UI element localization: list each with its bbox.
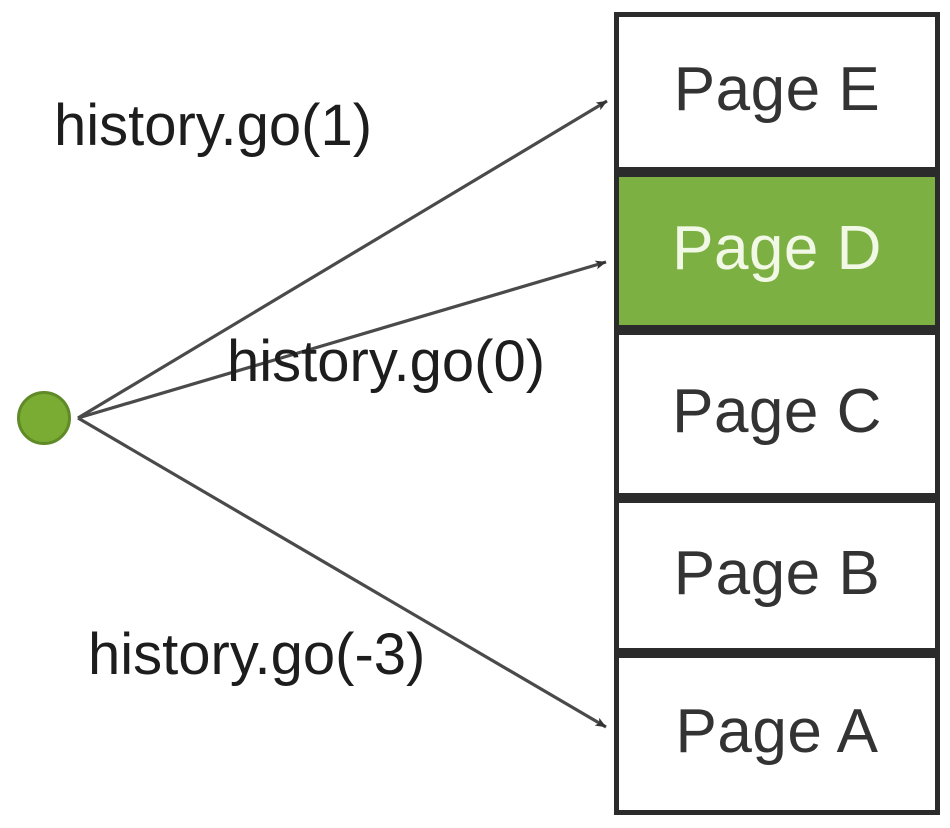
history-entry-page-a[interactable]: Page A: [614, 653, 940, 815]
history-entry-page-b[interactable]: Page B: [614, 498, 940, 653]
history-entry-page-d[interactable]: Page D: [614, 172, 940, 330]
history-entry-label: Page C: [672, 377, 882, 446]
history-entry-page-c[interactable]: Page C: [614, 330, 940, 498]
label-history-go-reload: history.go(0): [227, 329, 546, 394]
history-entry-label: Page B: [673, 538, 881, 608]
current-position-marker: [17, 391, 71, 445]
history-entry-label: Page A: [675, 697, 879, 766]
history-entry-label: Page D: [672, 214, 882, 283]
label-history-go-back: history.go(-3): [88, 622, 426, 687]
browser-history-stack: Page E Page D Page C Page B Page A: [614, 12, 940, 815]
label-history-go-forward: history.go(1): [54, 93, 373, 158]
history-entry-page-e[interactable]: Page E: [614, 12, 940, 172]
history-entry-label: Page E: [673, 55, 881, 124]
